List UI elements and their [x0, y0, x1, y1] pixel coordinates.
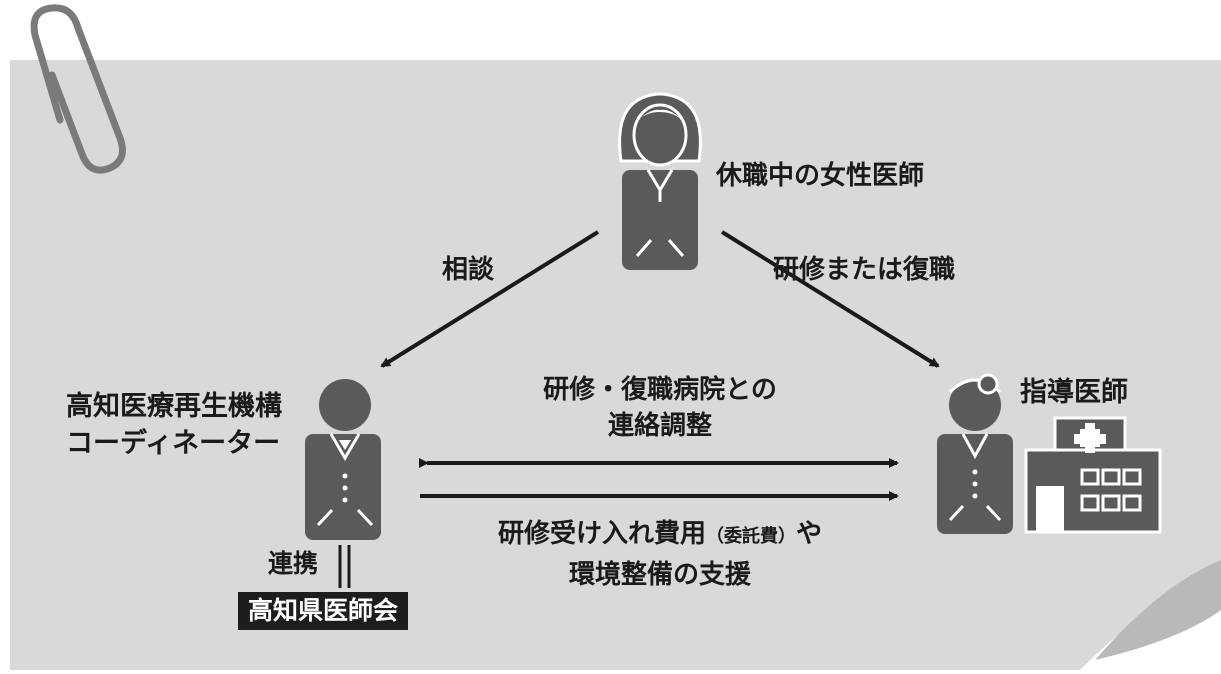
support-label: 研修受け入れ費用（委託費）や 環境整備の支援: [430, 515, 890, 594]
coordinator-label: 高知医療再生機構 コーディネーター: [66, 388, 282, 462]
liaison-label-line1: 研修・復職病院との: [543, 375, 777, 405]
support-label-main: 研修受け入れ費用: [497, 519, 706, 549]
liaison-label-line2: 連絡調整: [607, 411, 712, 441]
arrow-training: [720, 230, 940, 368]
paperclip-icon: [30, 4, 126, 174]
cooperation-label: 連携: [268, 549, 319, 578]
folded-corner-flap: [1095, 560, 1221, 660]
support-label-line1: 研修受け入れ費用（委託費）や: [430, 515, 890, 556]
hospital-icon: [1024, 416, 1162, 534]
instructor-label: 指導医師: [1020, 377, 1128, 408]
coordinator-label-line1: 高知医療再生機構: [66, 391, 282, 422]
support-label-line2: 環境整備の支援: [568, 560, 751, 590]
consult-label: 相談: [442, 255, 495, 285]
coordinator-label-line2: コーディネーター: [66, 428, 281, 459]
arrow-consult: [380, 230, 600, 368]
instructing-doctor-figure: [937, 373, 1013, 534]
female-doctor-figure: [618, 92, 702, 270]
support-label-end: や: [796, 519, 823, 549]
support-label-paren: （委託費）: [706, 526, 796, 547]
liaison-label: 研修・復職病院との 連絡調整: [510, 372, 810, 444]
association-label: 高知県医師会: [238, 592, 409, 630]
training-label: 研修または復職: [773, 255, 956, 285]
female-doctor-label: 休職中の女性医師: [716, 161, 925, 191]
coordinator-figure: [305, 379, 381, 540]
